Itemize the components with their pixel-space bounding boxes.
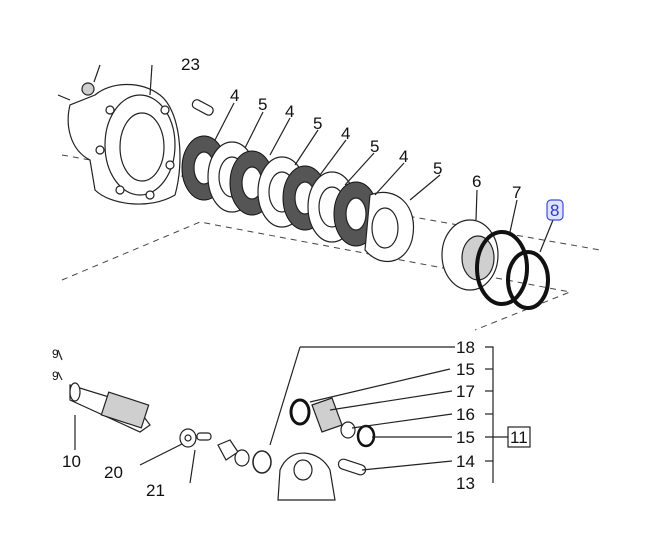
clutch-disc-stack	[181, 135, 415, 263]
lower-assembly-parts	[269, 346, 508, 501]
callout-8[interactable]: 8	[550, 201, 559, 220]
seal-ring-7	[475, 199, 529, 306]
housing-part	[57, 83, 181, 205]
callout-16[interactable]: 16	[456, 405, 475, 424]
callout-5c[interactable]: 5	[370, 137, 379, 156]
seal-ring-8	[506, 219, 554, 310]
callout-21[interactable]: 21	[146, 481, 165, 500]
callout-10[interactable]: 10	[62, 452, 81, 471]
callout-5d[interactable]: 5	[433, 159, 442, 178]
callout-8-highlight[interactable]	[546, 199, 564, 221]
callout-6[interactable]: 6	[472, 172, 481, 191]
callout-11-box	[507, 426, 531, 448]
disc-leader-lines	[214, 102, 441, 201]
callout-9-partial[interactable]: 9	[52, 347, 59, 361]
callout-5b[interactable]: 5	[313, 114, 322, 133]
callout-4c[interactable]: 4	[341, 124, 350, 143]
callout-11[interactable]: 11	[510, 428, 528, 447]
shaft-part	[57, 349, 151, 450]
callout-13[interactable]: 13	[456, 474, 475, 493]
callout-9b-partial[interactable]: 9	[52, 369, 59, 383]
callout-15a[interactable]: 15	[456, 360, 475, 379]
callout-23[interactable]: 23	[181, 55, 200, 74]
callout-5a[interactable]: 5	[258, 95, 267, 114]
piston-part	[441, 189, 499, 291]
axis-frame-line	[61, 221, 572, 331]
callout-4a[interactable]: 4	[230, 86, 239, 105]
callout-18[interactable]: 18	[456, 338, 475, 357]
callout-7[interactable]: 7	[512, 183, 521, 202]
callout-14[interactable]: 14	[456, 452, 475, 471]
callout-4b[interactable]: 4	[285, 102, 294, 121]
callout-4d[interactable]: 4	[399, 147, 408, 166]
small-bolt-part	[81, 64, 214, 116]
callout-15b[interactable]: 15	[456, 428, 475, 447]
callout-17[interactable]: 17	[456, 382, 475, 401]
washer-pin-parts	[139, 428, 272, 484]
callout-20[interactable]: 20	[104, 463, 123, 482]
